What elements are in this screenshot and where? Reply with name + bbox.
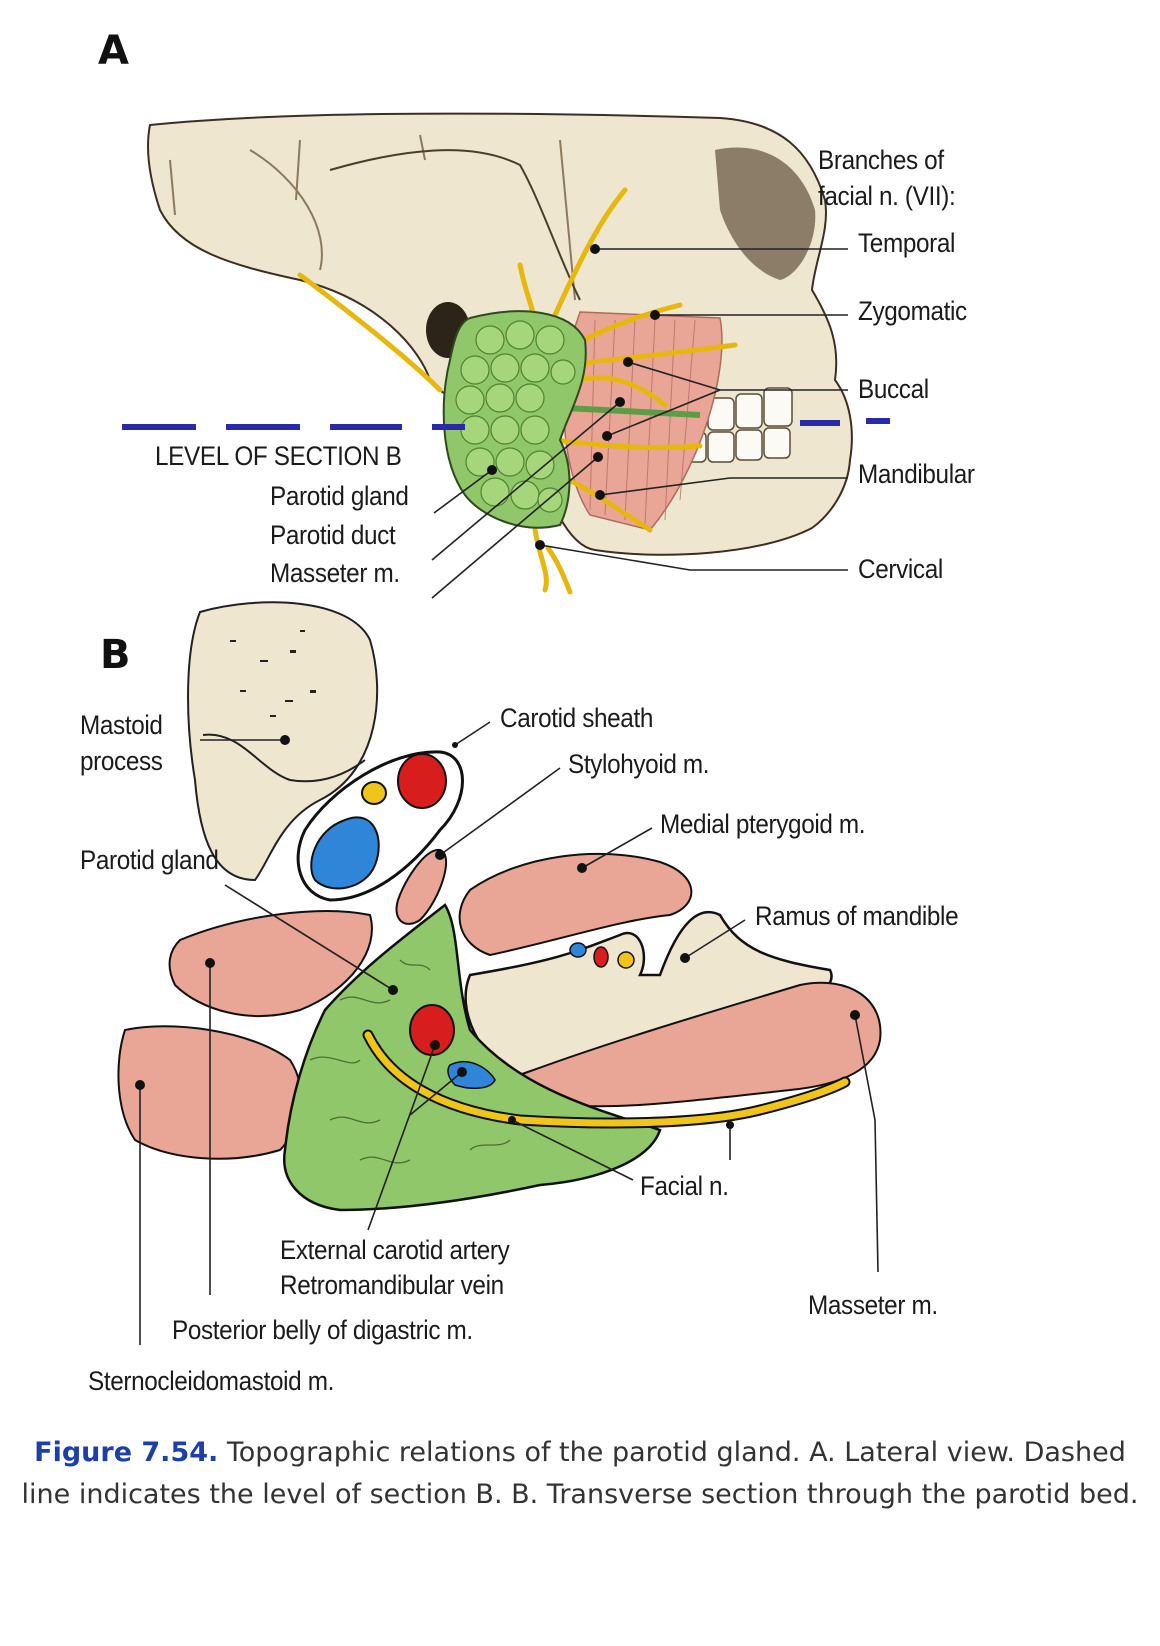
internal-carotid-artery bbox=[397, 753, 447, 809]
vagus-nerve bbox=[361, 781, 387, 805]
label-parotid-gland-a: Parotid gland bbox=[270, 481, 409, 511]
label-facial-nerve: Facial n. bbox=[640, 1171, 729, 1201]
label-masseter-a: Masseter m. bbox=[270, 558, 400, 588]
label-buccal: Buccal bbox=[858, 374, 929, 404]
inferior-alveolar-nerve bbox=[617, 951, 635, 969]
label-sternocleidomastoid: Sternocleidomastoid m. bbox=[88, 1366, 335, 1396]
label-cervical: Cervical bbox=[858, 554, 943, 584]
medial-pterygoid-muscle bbox=[458, 852, 693, 957]
section-level-dashed-line bbox=[122, 418, 890, 430]
label-ramus-of-mandible: Ramus of mandible bbox=[755, 901, 959, 931]
leader-lines-b bbox=[139, 721, 879, 1345]
label-retromandibular-vein: Retromandibular vein bbox=[280, 1270, 504, 1300]
panel-label-a: A bbox=[98, 28, 129, 74]
stylohyoid-muscle bbox=[395, 848, 448, 925]
orbit bbox=[715, 147, 816, 280]
inferior-alveolar-artery bbox=[593, 946, 609, 968]
figure-caption: Figure 7.54. Topographic relations of th… bbox=[0, 1432, 1160, 1516]
internal-jugular-vein bbox=[310, 816, 380, 890]
panel-label-b: B bbox=[100, 632, 131, 678]
label-medial-pterygoid: Medial pterygoid m. bbox=[660, 809, 866, 839]
label-masseter-b: Masseter m. bbox=[808, 1290, 938, 1320]
label-external-carotid-artery: External carotid artery bbox=[280, 1235, 510, 1265]
leader-lines-a bbox=[431, 248, 848, 599]
label-parotid-duct: Parotid duct bbox=[270, 520, 396, 550]
label-parotid-gland-b: Parotid gland bbox=[80, 845, 219, 875]
parotid-duct bbox=[564, 405, 701, 418]
label-zygomatic: Zygomatic bbox=[858, 296, 967, 326]
label-stylohyoid: Stylohyoid m. bbox=[568, 749, 710, 779]
branches-heading-line2: facial n. (VII): bbox=[818, 181, 956, 211]
inferior-alveolar-vein bbox=[569, 942, 587, 958]
label-posterior-belly-digastric: Posterior belly of digastric m. bbox=[172, 1315, 473, 1345]
label-carotid-sheath: Carotid sheath bbox=[500, 703, 654, 733]
label-mandibular: Mandibular bbox=[858, 459, 975, 489]
branches-heading-line1: Branches of bbox=[818, 145, 944, 175]
posterior-belly-digastric bbox=[168, 910, 373, 1017]
label-mastoid-line2: process bbox=[80, 746, 163, 776]
caption-text: Topographic relations of the parotid gla… bbox=[21, 1437, 1139, 1510]
label-temporal: Temporal bbox=[858, 228, 956, 258]
figure-number: Figure 7.54. bbox=[34, 1437, 219, 1468]
label-level-of-section-b: LEVEL OF SECTION B bbox=[155, 441, 402, 471]
label-mastoid-line1: Mastoid bbox=[80, 710, 163, 740]
